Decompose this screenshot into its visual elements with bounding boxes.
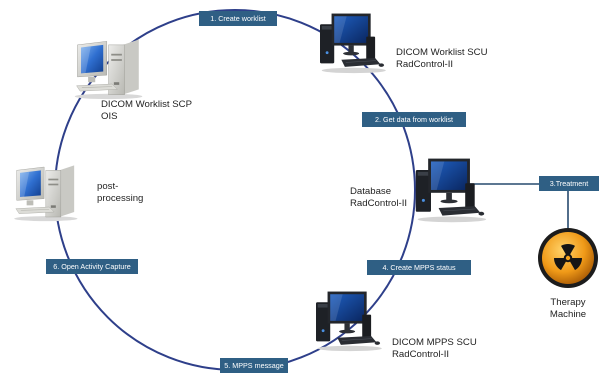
- label-therapy-line1: Therapy: [550, 297, 586, 308]
- label-worklist-scu-line1: DICOM Worklist SCU: [396, 47, 488, 58]
- step-mpps-message: 5. MPPS message: [220, 358, 288, 373]
- radiation-icon: [538, 228, 598, 288]
- label-database-line1: Database: [350, 186, 392, 197]
- label-worklist-scp-line1: DICOM Worklist SCP: [101, 99, 192, 110]
- label-post-processing: post- processing: [97, 181, 143, 204]
- workstation-icon-mpps-scu: [315, 291, 383, 352]
- step-treatment: 3.Treatment: [539, 176, 599, 191]
- label-therapy-line2: Machine: [549, 308, 587, 320]
- step-create-worklist: 1. Create worklist: [199, 11, 277, 26]
- label-post-processing-line1: post-: [97, 181, 119, 192]
- label-worklist-scu-line2: RadControl-II: [396, 58, 454, 70]
- label-mpps-scu-line1: DICOM MPPS SCU: [392, 337, 477, 348]
- label-post-processing-line2: processing: [97, 192, 144, 204]
- desktop-computer-icon-worklist-scp: [74, 39, 143, 100]
- step-create-mpps: 4. Create MPPS status: [367, 260, 471, 275]
- label-database-line2: RadControl-II: [350, 197, 408, 209]
- label-worklist-scp: DICOM Worklist SCP OIS: [101, 99, 192, 122]
- label-worklist-scp-line2: OIS: [101, 110, 118, 122]
- workstation-icon-worklist-scu: [319, 13, 387, 74]
- label-mpps-scu: DICOM MPPS SCU RadControl-II: [392, 337, 477, 360]
- label-mpps-scu-line2: RadControl-II: [392, 348, 450, 360]
- step-get-data: 2. Get data from worklist: [362, 112, 466, 127]
- workstation-icon-database: [415, 158, 487, 223]
- label-database: Database RadControl-II: [350, 186, 407, 209]
- label-therapy-machine: Therapy Machine: [538, 297, 598, 320]
- step-open-activity: 6. Open Activity Capture: [46, 259, 138, 274]
- label-worklist-scu: DICOM Worklist SCU RadControl-II: [396, 47, 488, 70]
- desktop-computer-icon-post-processing: [13, 164, 78, 222]
